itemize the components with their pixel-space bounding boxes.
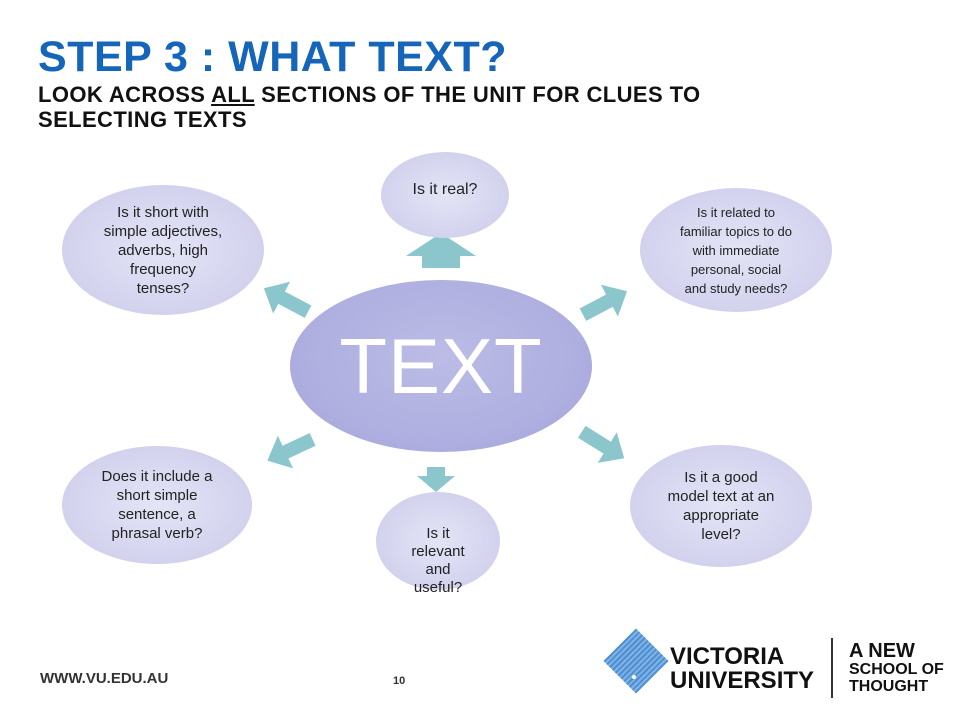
tagline-line: A NEW [849,640,915,662]
bubble-line: Is it related to [696,204,776,220]
logo-tagline: A NEW SCHOOL OF THOUGHT [849,641,944,695]
subtitle-text-before: LOOK ACROSS [38,82,212,107]
bubble-line: model text at an [667,488,775,505]
arrow-upper-left-icon [263,281,312,318]
logo-name: VICTORIA UNIVERSITY [670,645,814,693]
bubble-related-topics: Is it related to familiar topics to do w… [640,188,832,312]
logo-divider [831,638,833,698]
bubble-line: tenses? [136,279,190,297]
arrow-lower-right-icon [578,425,625,463]
bubble-line: short simple [116,487,198,504]
tagline-line: THOUGHT [849,678,929,695]
bubble-line: appropriate [683,507,759,524]
center-ellipse: TEXT [290,280,592,452]
bubble-is-it-real: Is it real? [381,152,509,238]
bubble-line: phrasal verb? [111,525,203,542]
bubble-line: useful? [413,579,463,596]
center-label: TEXT [339,321,543,410]
subtitle-underlined-word: ALL [211,82,255,107]
bubble-line: familiar topics to do [680,223,792,239]
bubble-line: level? [701,526,741,543]
arrow-upper-right-icon [579,284,628,321]
bubble-relevant-useful: Is it relevant and useful? [376,492,500,596]
bubble-line: Is it real? [412,181,478,198]
bubble-short-simple-sentence: Does it include a short simple sentence,… [62,446,252,564]
page-number: 10 [393,675,406,687]
bubble-line: sentence, a [118,506,196,523]
slide-subtitle: LOOK ACROSS ALL SECTIONS OF THE UNIT FOR… [38,82,758,132]
bubble-good-model-text: Is it a good model text at an appropriat… [630,445,812,567]
bubble-line: with immediate [692,242,780,258]
bubble-line: and study needs? [684,280,788,296]
subtitle-text-after: SECTIONS OF THE UNIT FOR CLUES TO SELECT… [38,82,701,132]
bubble-line: relevant [411,543,465,560]
bubble-line: Is it a good [684,469,758,486]
bubble-short-adjectives: Is it short with simple adjectives, adve… [62,185,264,315]
arrow-down-icon [417,467,455,492]
logo-name-line: UNIVERSITY [670,667,815,694]
slide-title: STEP 3 : WHAT TEXT? [38,33,507,81]
arrow-lower-left-icon [267,433,316,469]
footer-url[interactable]: WWW.VU.EDU.AU [40,670,169,687]
bubble-line: and [425,561,451,578]
bubble-line: Is it [426,525,450,542]
arrow-up-icon [406,233,476,268]
logo-name-line: VICTORIA [670,643,785,670]
bubble-line: personal, social [690,261,782,277]
bubble-line: Is it short with [117,203,209,221]
tagline-line: SCHOOL OF [849,661,944,678]
bubble-line: simple adjectives, [103,222,223,240]
logo-dot-icon [632,675,636,679]
bubble-line: frequency [130,260,196,278]
bubble-line: adverbs, high [117,241,209,259]
bubble-line: Does it include a [101,468,213,485]
